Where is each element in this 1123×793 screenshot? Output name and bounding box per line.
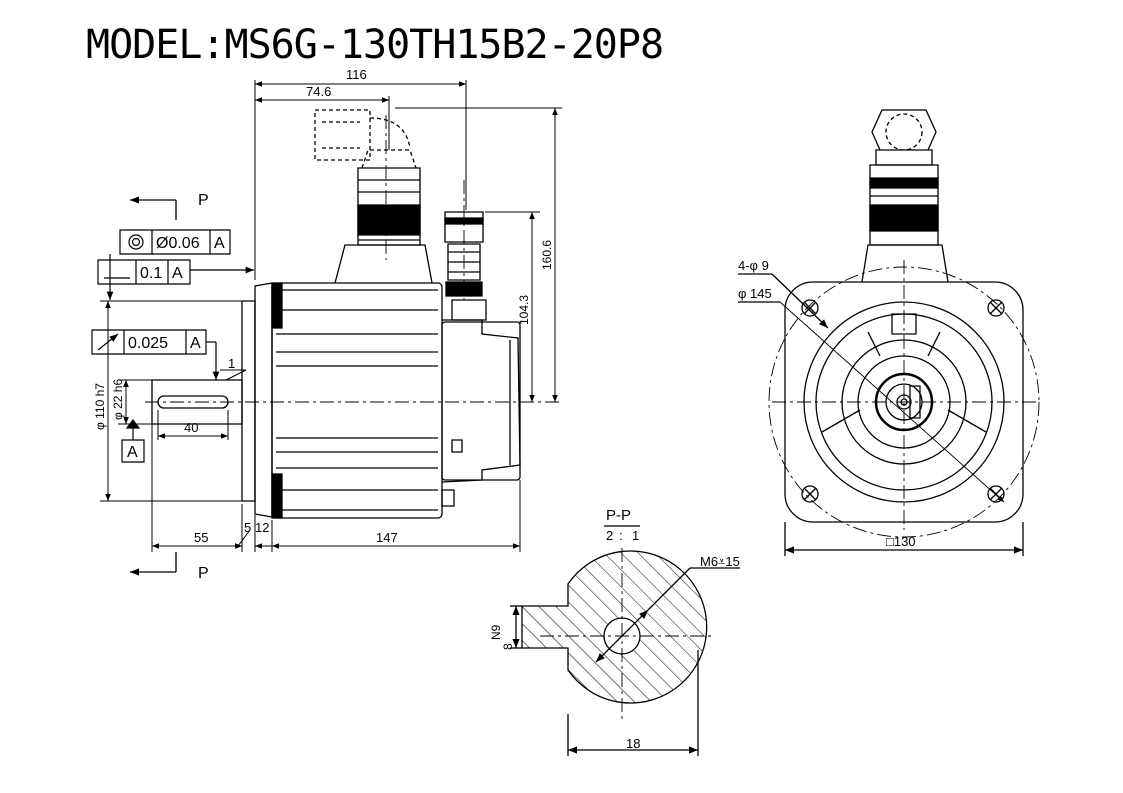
dim-chamfer-1: 1 (228, 356, 235, 371)
power-connector (335, 245, 432, 283)
dim-section-18: 18 (626, 736, 640, 751)
datum-label: A (127, 444, 138, 461)
dim-square: □130 (886, 534, 916, 549)
concentricity-datum: A (214, 235, 225, 252)
dim-shaft-dia: φ 22 h6 (111, 379, 125, 420)
perpendicularity-datum: A (172, 265, 183, 282)
dim-147: 147 (376, 530, 398, 545)
dim-104-3: 104.3 (517, 295, 531, 325)
front-view (738, 110, 1039, 556)
side-dimensions (100, 80, 562, 552)
dim-keyway-8: 8 (501, 643, 515, 650)
dim-160-6: 160.6 (540, 240, 554, 270)
runout-datum: A (190, 335, 201, 352)
motor-housing (272, 283, 442, 518)
section-title: P-P (606, 507, 631, 524)
dim-keyway-width: N9 (489, 624, 503, 640)
dim-40: 40 (184, 420, 198, 435)
concentricity-value: Ø0.06 (156, 235, 200, 252)
section-label-top: P (198, 192, 209, 209)
side-view (145, 110, 560, 518)
dim-116: 116 (346, 67, 367, 82)
dim-55: 55 (194, 530, 208, 545)
section-scale-den: 1 (632, 528, 639, 543)
dim-74-6: 74.6 (306, 84, 331, 99)
runout-value: 0.025 (128, 335, 168, 352)
flange-plate (242, 301, 255, 501)
tolerance-frames (92, 230, 254, 462)
perpendicularity-value: 0.1 (140, 265, 162, 282)
section-scale-num: 2 (606, 528, 613, 543)
section-label-bottom: P (198, 565, 209, 582)
section-scale-sep: : (619, 528, 623, 543)
dim-bolt-circle: φ 145 (738, 286, 772, 301)
encoder-housing (442, 322, 520, 480)
dim-holes: 4-φ 9 (738, 258, 769, 273)
section-view (510, 526, 740, 756)
dim-12: 12 (255, 520, 269, 535)
dim-5: 5 (244, 520, 251, 535)
motor-body (255, 283, 272, 517)
model-title: MODEL:MS6G-130TH15B2-20P8 (86, 22, 663, 68)
dim-thread: M6⩡15 (700, 554, 740, 569)
key (158, 396, 228, 408)
section-arrows (130, 196, 176, 576)
dim-pilot-dia: φ 110 h7 (93, 383, 107, 430)
